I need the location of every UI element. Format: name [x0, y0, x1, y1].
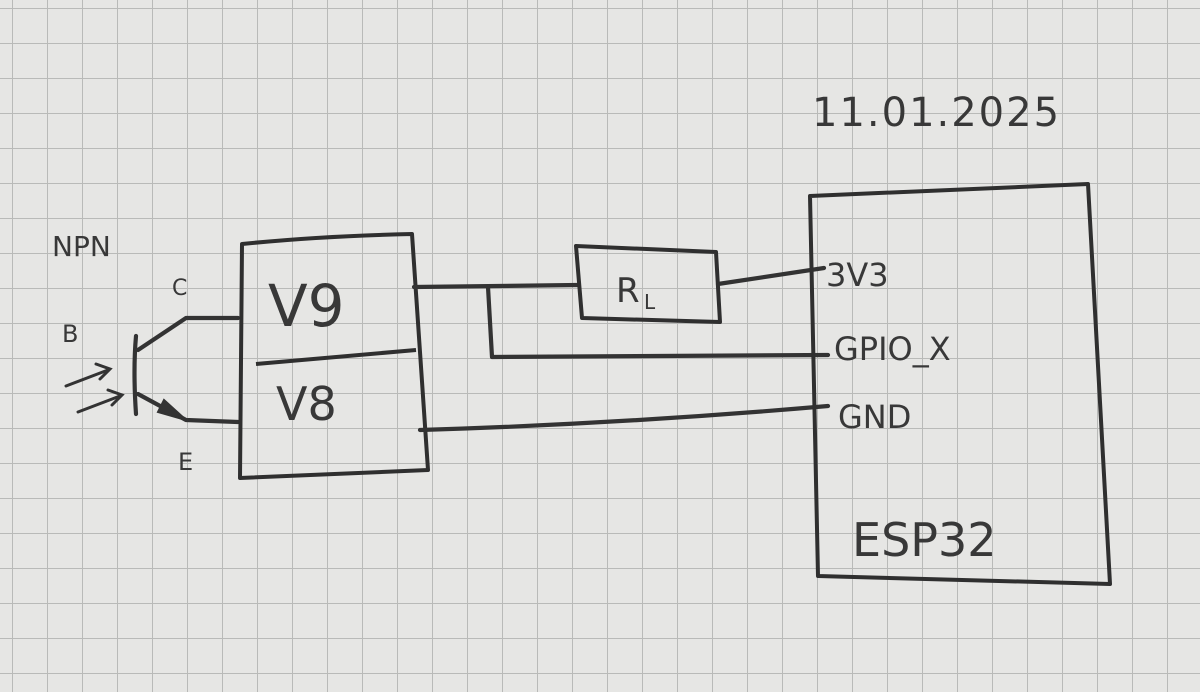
npn-phototransistor: NPN C B E [52, 230, 241, 476]
pin-gpio-x-label: GPIO_X [834, 330, 951, 368]
resistor-label: R [616, 271, 640, 311]
emitter-label: E [178, 448, 193, 476]
esp32-board: 3V3 GPIO_X GND ESP32 [808, 182, 1112, 586]
base-label: B [62, 320, 78, 348]
esp32-outline [808, 182, 1112, 586]
pin-gnd-label: GND [838, 398, 911, 436]
connector-divider [255, 348, 417, 366]
pin-3v3-label: 3V3 [826, 256, 889, 294]
wire-v9-to-resistor [411, 282, 581, 290]
wire-branch-to-gpio [485, 284, 831, 360]
collector-lead [135, 315, 241, 353]
pin-connector: V9 V8 [238, 232, 430, 480]
pin-v9-label: V9 [268, 272, 345, 340]
wire-resistor-to-3v3 [715, 265, 827, 287]
pin-v8-label: V8 [276, 377, 337, 431]
esp32-name-label: ESP32 [852, 513, 997, 567]
emitter-arrow-head [156, 398, 187, 421]
wire-v8-to-gnd [417, 403, 831, 433]
resistor-subscript: L [644, 290, 656, 314]
transistor-type-label: NPN [52, 230, 111, 263]
resistor-rl: R L [574, 244, 722, 324]
emitter-lead [135, 391, 241, 425]
date-label: 11.01.2025 [812, 90, 1061, 136]
collector-label: C [172, 276, 187, 301]
transistor-base-bar [132, 333, 139, 417]
resistor-body [574, 244, 722, 324]
light-arrows-icon [64, 362, 125, 414]
connector-outline [238, 232, 430, 480]
